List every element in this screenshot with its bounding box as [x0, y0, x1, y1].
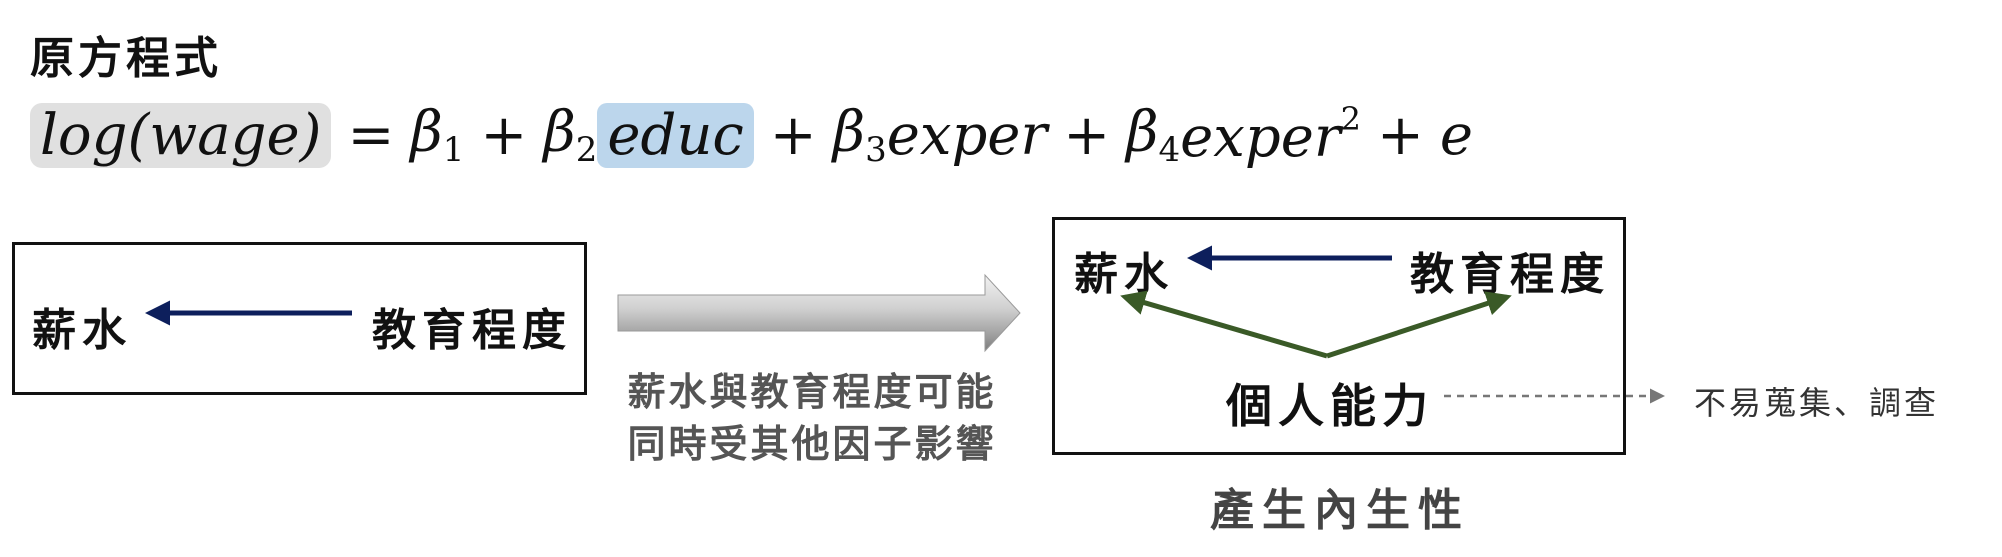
equals-sign: = — [347, 102, 395, 168]
regression-equation: log(wage) = β1 + β2 educ + β3 exper + β4… — [30, 92, 1473, 178]
left-education-label: 教育程度 — [372, 305, 572, 356]
dependent-variable: log(wage) — [30, 102, 332, 168]
error-term: e — [1439, 102, 1474, 168]
plus-sign: + — [480, 102, 528, 168]
confounded-relation-box — [1052, 217, 1626, 455]
section-heading: 原方程式 — [30, 33, 222, 84]
exper-squared-term: exper2 — [1180, 100, 1361, 170]
simple-relation-box — [12, 242, 587, 395]
ability-to-wage-arrow — [1120, 290, 1328, 359]
educ-term: educ — [597, 102, 754, 168]
beta-3: β3 — [832, 100, 887, 170]
hard-to-measure-note: 不易蒐集、調查 — [1694, 384, 1940, 422]
ability-to-education-arrow — [1326, 291, 1512, 359]
beta-4: β4 — [1126, 100, 1181, 170]
plus-sign: + — [1376, 102, 1424, 168]
ability-label: 個人能力 — [1226, 379, 1434, 433]
left-wage-label: 薪水 — [32, 305, 132, 356]
confounding-caption: 薪水與教育程度可能 同時受其他因子影響 — [627, 369, 997, 466]
exper-term: exper — [886, 102, 1048, 168]
transition-arrow — [617, 273, 1021, 353]
plus-sign: + — [769, 102, 817, 168]
plus-sign: + — [1063, 102, 1111, 168]
endogeneity-label: 產生內生性 — [1210, 485, 1470, 536]
beta-1: β1 — [410, 100, 465, 170]
beta-2: β2 — [543, 100, 598, 170]
